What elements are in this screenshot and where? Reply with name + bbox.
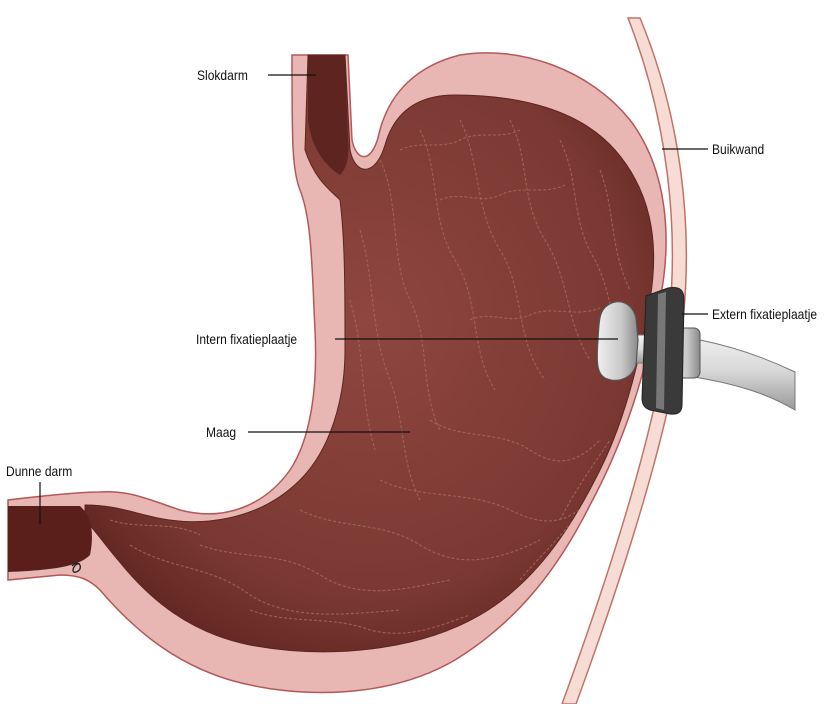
label-buikwand: Buikwand: [712, 141, 764, 157]
stomach-inner-lining: [85, 55, 654, 652]
label-intern-fixatieplaatje: Intern fixatieplaatje: [196, 331, 297, 347]
label-slokdarm: Slokdarm: [197, 67, 248, 83]
label-dunne-darm: Dunne darm: [6, 463, 72, 479]
label-maag: Maag: [206, 424, 236, 440]
internal-fixation-plate: [597, 302, 638, 381]
label-extern-fixatieplaatje: Extern fixatieplaatje: [712, 306, 817, 322]
